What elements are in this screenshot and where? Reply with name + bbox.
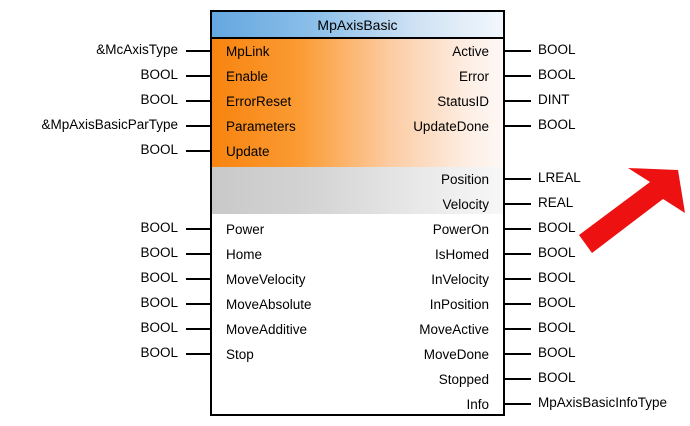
output-connector-movedone [503, 353, 531, 355]
output-port-velocity: Velocity [442, 197, 489, 212]
input-port-moveabsolute: MoveAbsolute [226, 297, 312, 312]
section-commands-background [212, 214, 503, 414]
output-port-position: Position [440, 172, 489, 187]
output-type-active: BOOL [538, 42, 576, 57]
output-port-stopped: Stopped [438, 372, 489, 387]
input-connector-update [186, 150, 212, 152]
input-type-mplink: &McAxisType [96, 42, 178, 57]
function-block-title: MpAxisBasic [317, 17, 398, 33]
output-connector-error [503, 75, 531, 77]
output-port-inposition: InPosition [429, 297, 489, 312]
input-connector-movevelocity [186, 278, 212, 280]
input-port-power: Power [226, 222, 265, 237]
red-pointer-arrow-icon [579, 168, 685, 253]
input-type-stop: BOOL [140, 345, 178, 360]
output-port-movedone: MoveDone [423, 347, 489, 362]
input-type-moveadditive: BOOL [140, 320, 178, 335]
input-type-errorreset: BOOL [140, 92, 178, 107]
input-type-power: BOOL [140, 220, 178, 235]
output-port-updatedone: UpdateDone [413, 119, 489, 134]
output-connector-velocity [503, 203, 531, 205]
output-type-ishomed: BOOL [538, 245, 576, 260]
input-type-parameters: &MpAxisBasicParType [41, 117, 178, 132]
input-connector-moveabsolute [186, 303, 212, 305]
output-type-invelocity: BOOL [538, 270, 576, 285]
input-connector-stop [186, 353, 212, 355]
output-connector-active [503, 50, 531, 52]
input-type-moveabsolute: BOOL [140, 295, 178, 310]
output-type-moveactive: BOOL [538, 320, 576, 335]
output-type-stopped: BOOL [538, 370, 576, 385]
input-connector-moveadditive [186, 328, 212, 330]
input-type-home: BOOL [140, 245, 178, 260]
input-connector-enable [186, 75, 212, 77]
output-port-error: Error [459, 69, 489, 84]
output-connector-updatedone [503, 125, 531, 127]
output-port-invelocity: InVelocity [431, 272, 489, 287]
input-connector-mplink [186, 50, 212, 52]
output-port-poweron: PowerOn [432, 222, 489, 237]
input-connector-home [186, 253, 212, 255]
output-type-position: LREAL [538, 170, 581, 185]
input-port-parameters: Parameters [226, 119, 296, 134]
output-connector-poweron [503, 228, 531, 230]
output-type-poweron: BOOL [538, 220, 576, 235]
output-type-info: MpAxisBasicInfoType [538, 395, 668, 410]
section-status-values-background [212, 167, 503, 214]
output-port-statusid: StatusID [437, 94, 489, 109]
input-connector-power [186, 228, 212, 230]
input-port-update: Update [226, 144, 270, 159]
output-connector-ishomed [503, 253, 531, 255]
input-port-stop: Stop [226, 347, 254, 362]
output-connector-position [503, 178, 531, 180]
input-type-enable: BOOL [140, 67, 178, 82]
output-connector-invelocity [503, 278, 531, 280]
output-type-movedone: BOOL [538, 345, 576, 360]
input-connector-parameters [186, 125, 212, 127]
output-type-velocity: REAL [538, 195, 574, 210]
output-port-ishomed: IsHomed [434, 247, 489, 262]
input-type-update: BOOL [140, 142, 178, 157]
output-connector-inposition [503, 303, 531, 305]
input-port-moveadditive: MoveAdditive [226, 322, 308, 337]
function-block-header [212, 12, 503, 39]
input-port-errorreset: ErrorReset [226, 94, 292, 109]
input-port-home: Home [226, 247, 263, 262]
output-type-inposition: BOOL [538, 295, 576, 310]
output-type-error: BOOL [538, 67, 576, 82]
output-port-info: Info [466, 397, 489, 412]
output-connector-info [503, 403, 531, 405]
output-port-moveactive: MoveActive [419, 322, 489, 337]
input-port-mplink: MpLink [226, 44, 270, 59]
input-port-movevelocity: MoveVelocity [226, 272, 306, 287]
input-port-enable: Enable [226, 69, 269, 84]
output-type-statusid: DINT [538, 92, 570, 107]
output-connector-statusid [503, 100, 531, 102]
section-mp-interface-background [212, 39, 503, 167]
output-type-updatedone: BOOL [538, 117, 576, 132]
input-type-movevelocity: BOOL [140, 270, 178, 285]
output-port-active: Active [452, 44, 489, 59]
output-connector-stopped [503, 378, 531, 380]
input-connector-errorreset [186, 100, 212, 102]
output-connector-moveactive [503, 328, 531, 330]
